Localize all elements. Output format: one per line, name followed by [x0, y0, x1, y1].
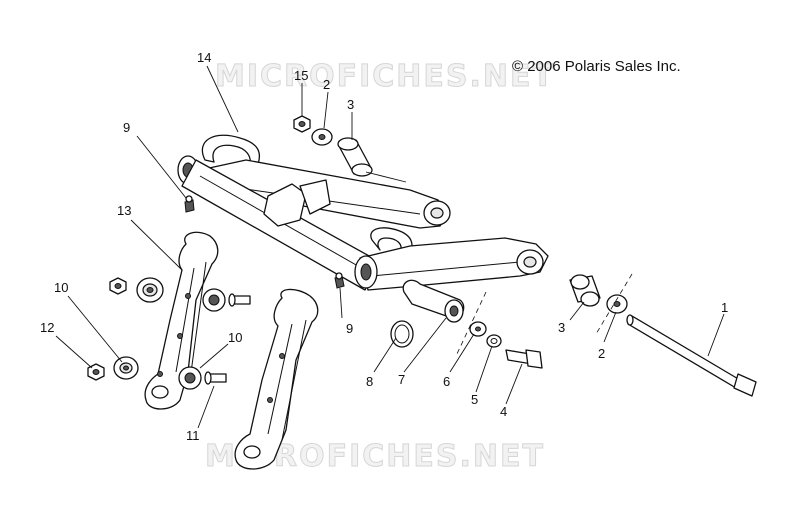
long-bolt	[626, 314, 757, 397]
callout-9-upper: 9	[123, 120, 130, 135]
o-ring	[390, 320, 414, 348]
callout-8: 8	[366, 374, 373, 389]
washer-5	[486, 334, 502, 348]
link-arm-right	[234, 288, 319, 470]
pivot-sleeve	[402, 279, 465, 323]
callout-10-right: 10	[228, 330, 242, 345]
callout-4: 4	[500, 404, 507, 419]
callout-6: 6	[443, 374, 450, 389]
callout-2-right: 2	[598, 346, 605, 361]
callout-10-left: 10	[54, 280, 68, 295]
callout-15: 15	[294, 68, 308, 83]
callout-3-upper: 3	[347, 97, 354, 112]
callout-3-right: 3	[558, 320, 565, 335]
callout-7: 7	[398, 372, 405, 387]
bushing-10-right	[178, 366, 202, 390]
callout-5: 5	[471, 392, 478, 407]
right-bushing	[569, 274, 601, 307]
bushing-top-left	[136, 277, 164, 303]
callout-13: 13	[117, 203, 131, 218]
callout-2-upper: 2	[323, 77, 330, 92]
copyright-notice: © 2006 Polaris Sales Inc.	[512, 58, 681, 75]
link-arm-left	[144, 231, 219, 410]
grease-fitting-upper	[184, 195, 195, 213]
right-washer	[606, 294, 628, 314]
callout-14: 14	[197, 50, 211, 65]
callout-12: 12	[40, 320, 54, 335]
callout-9-lower: 9	[346, 321, 353, 336]
bushing-mid	[202, 288, 226, 312]
bushing-10-lower	[113, 356, 139, 380]
callout-1: 1	[721, 300, 728, 315]
washer-6	[469, 321, 487, 337]
leader-lines	[55, 65, 725, 429]
centerline-2	[595, 273, 633, 335]
grease-fitting-lower	[334, 272, 345, 289]
watermark-top: MICROFICHES.NET	[215, 59, 555, 94]
bolt-11	[204, 371, 227, 385]
bolt-mid	[228, 293, 251, 307]
bolt-4	[505, 349, 543, 369]
lower-control-arm	[354, 227, 549, 291]
centerline-1	[455, 291, 487, 357]
nut-top-left	[109, 277, 127, 295]
upper-nut	[293, 115, 311, 133]
upper-washer	[311, 128, 333, 146]
cross-tube	[181, 159, 381, 291]
callout-11: 11	[186, 428, 200, 443]
upper-bushing	[337, 137, 373, 177]
